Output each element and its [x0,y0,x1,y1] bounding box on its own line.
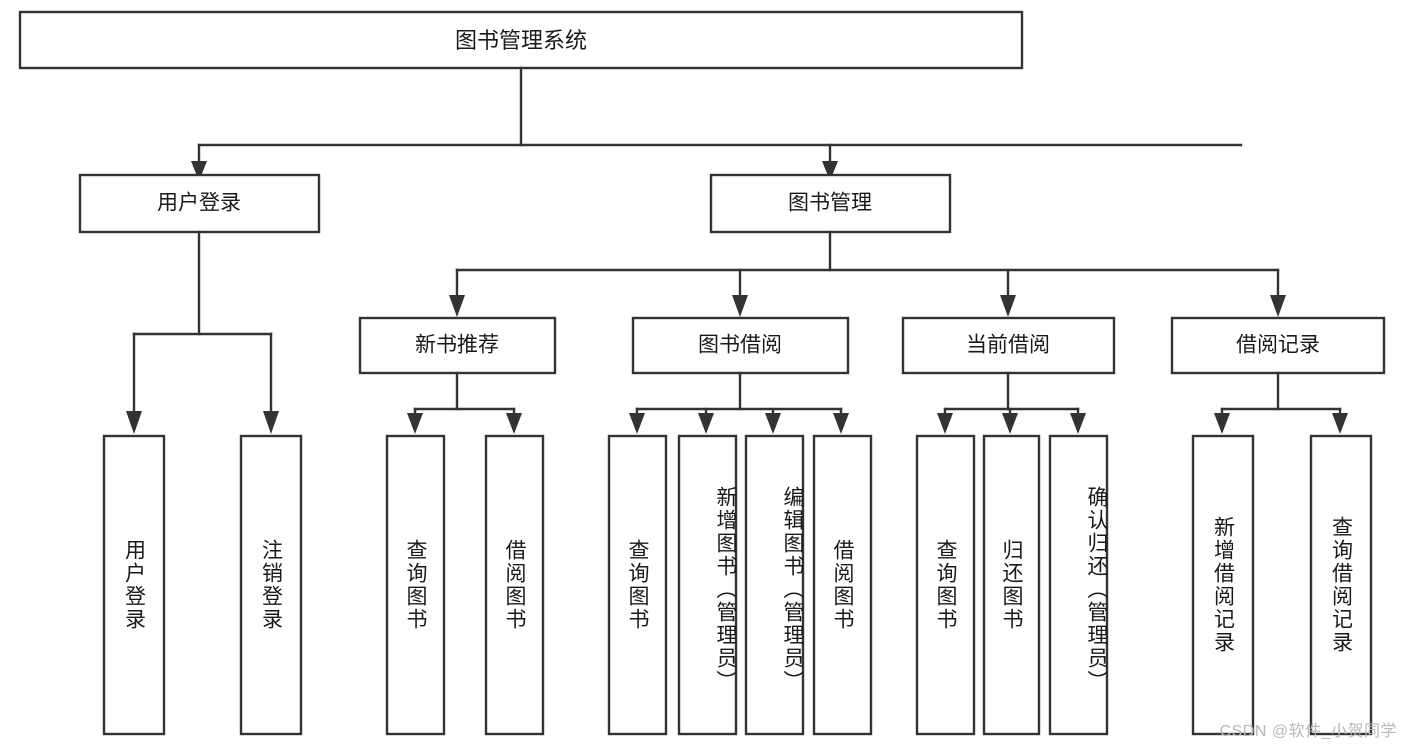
node-book-borrow-label: 图书借阅 [698,334,782,357]
node-user-login-box [78,173,321,234]
node-root-title[interactable]: 图书管理系统 [18,10,1024,70]
node-new-book-recommend-label: 新书推荐 [415,334,499,357]
node-book-borrow[interactable]: 图书借阅 [631,316,850,375]
arrowhead-leaf-query-book-1 [407,413,423,434]
leaf-box-return-book[interactable] [982,434,1041,736]
node-borrow-record-box [1170,316,1386,375]
node-new-book-recommend[interactable]: 新书推荐 [358,316,557,375]
arrowhead-leaf-user-login [126,411,142,434]
arrowhead-leaf-query-borrow-record [1332,413,1348,434]
leaf-box-query-borrow-record[interactable] [1309,434,1373,736]
arrowhead-current-borrow [1000,295,1016,317]
arrowhead-leaf-return-book [1002,413,1018,434]
leaf-box-borrow-book-2[interactable] [812,434,873,736]
arrowhead-new-book-recommend [449,295,465,317]
arrowhead-leaf-confirm-return-admin [1070,413,1086,434]
arrowhead-leaf-add-book-admin [698,413,714,434]
node-user-login[interactable]: 用户登录 [78,173,321,234]
connector-book-borrow-to-leaves [629,371,849,434]
node-book-management[interactable]: 图书管理 [709,173,952,234]
node-current-borrow-box [901,316,1116,375]
node-borrow-record[interactable]: 借阅记录 [1170,316,1386,375]
watermark-text: CSDN @软件_小贺同学 [1219,723,1397,740]
arrowhead-borrow-record [1270,295,1286,317]
arrowhead-to-user-login [191,161,207,181]
leaf-box-query-book-2[interactable] [607,434,668,736]
node-root-title-label: 图书管理系统 [455,28,587,53]
node-user-login-label: 用户登录 [157,192,241,215]
node-new-book-recommend-box [358,316,557,375]
node-book-borrow-box [631,316,850,375]
node-borrow-record-label: 借阅记录 [1236,334,1320,357]
leaf-box-edit-book-admin[interactable] [744,434,805,736]
arrowhead-leaf-add-borrow-record [1214,413,1230,434]
node-current-borrow[interactable]: 当前借阅 [901,316,1116,375]
arrowhead-leaf-borrow-book-2 [833,413,849,434]
leaf-box-confirm-return-admin[interactable] [1048,434,1109,736]
connector-root-to-level1 [191,66,1243,181]
leaf-box-borrow-book-1[interactable] [484,434,545,736]
leaf-box-user-login[interactable] [102,434,166,736]
arrowhead-leaf-query-book-3 [937,413,953,434]
arrowhead-to-book-management [822,161,838,181]
connector-user-login-to-leaves [126,230,279,434]
node-book-management-label: 图书管理 [788,192,872,215]
connector-book-management-to-level2 [449,230,1286,317]
leaf-box-add-book-admin[interactable] [677,434,738,736]
connector-new-book-recommend-to-leaves [407,371,522,434]
leaf-box-logout-login[interactable] [239,434,303,736]
arrowhead-leaf-borrow-book-1 [506,413,522,434]
connector-borrow-record-to-leaves [1214,371,1348,434]
arrowhead-leaf-edit-book-admin [765,413,781,434]
node-book-management-box [709,173,952,234]
node-current-borrow-label: 当前借阅 [966,334,1050,357]
leaf-box-query-book-3[interactable] [915,434,976,736]
arrowhead-leaf-query-book-2 [629,413,645,434]
node-root-title-box [18,10,1024,70]
arrowhead-book-borrow [732,295,748,317]
connector-current-borrow-to-leaves [937,371,1086,434]
leaf-box-query-book-1[interactable] [385,434,446,736]
arrowhead-leaf-logout-login [263,411,279,434]
leaf-box-add-borrow-record[interactable] [1191,434,1255,736]
